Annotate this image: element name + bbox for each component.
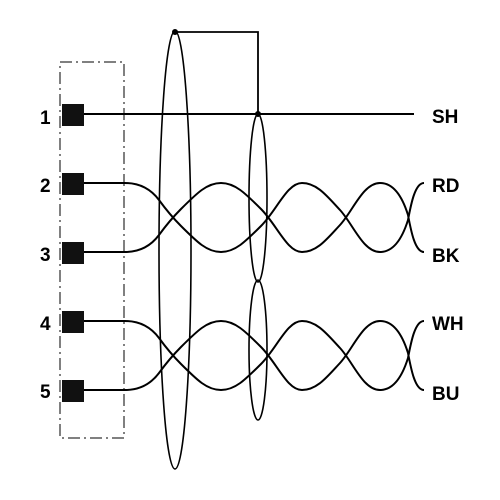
pin-contact-3 — [62, 242, 84, 264]
pair-shield-loop-upper — [248, 113, 268, 283]
wire-label-bu: BU — [432, 384, 459, 405]
pin-label-3: 3 — [40, 245, 51, 266]
pin-label-5: 5 — [40, 382, 51, 403]
wire-label-sh: SH — [432, 107, 458, 128]
overall-shield-loop — [158, 30, 192, 470]
pin-label-1: 1 — [40, 108, 51, 129]
wire-label-wh: WH — [432, 314, 464, 335]
pin-contact-2 — [62, 173, 84, 195]
pin-contact-4 — [62, 311, 84, 333]
pair-shield-loop-lower — [248, 279, 268, 421]
wire-label-bk: BK — [432, 246, 460, 267]
connector-housing — [59, 61, 125, 439]
pin-contact-5 — [62, 380, 84, 402]
twisted-wire-white — [84, 319, 425, 392]
shield-junction-dot-top — [172, 29, 178, 35]
pin-contact-1 — [62, 104, 84, 126]
twisted-wire-red — [84, 181, 425, 254]
pin-label-4: 4 — [40, 314, 51, 335]
wire-label-rd: RD — [432, 176, 459, 197]
shield-drain-connection — [175, 31, 259, 114]
pin-label-2: 2 — [40, 176, 51, 197]
twisted-wire-blue — [84, 319, 425, 392]
twisted-wire-black — [84, 181, 425, 254]
